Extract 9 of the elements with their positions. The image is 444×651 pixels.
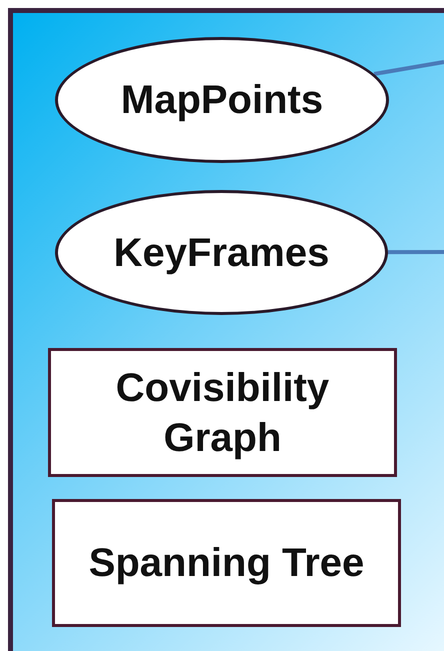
node-label: KeyFrames: [114, 230, 330, 276]
node-label: MapPoints: [120, 77, 324, 124]
connector-line: [374, 60, 444, 76]
process-box: [52, 499, 401, 627]
connector-line: [388, 250, 444, 254]
diagram-panel: [8, 8, 444, 651]
node-label: Spanning Tree: [88, 540, 364, 587]
process-box: [48, 348, 397, 477]
node-label: Covisibility Graph: [114, 364, 330, 462]
